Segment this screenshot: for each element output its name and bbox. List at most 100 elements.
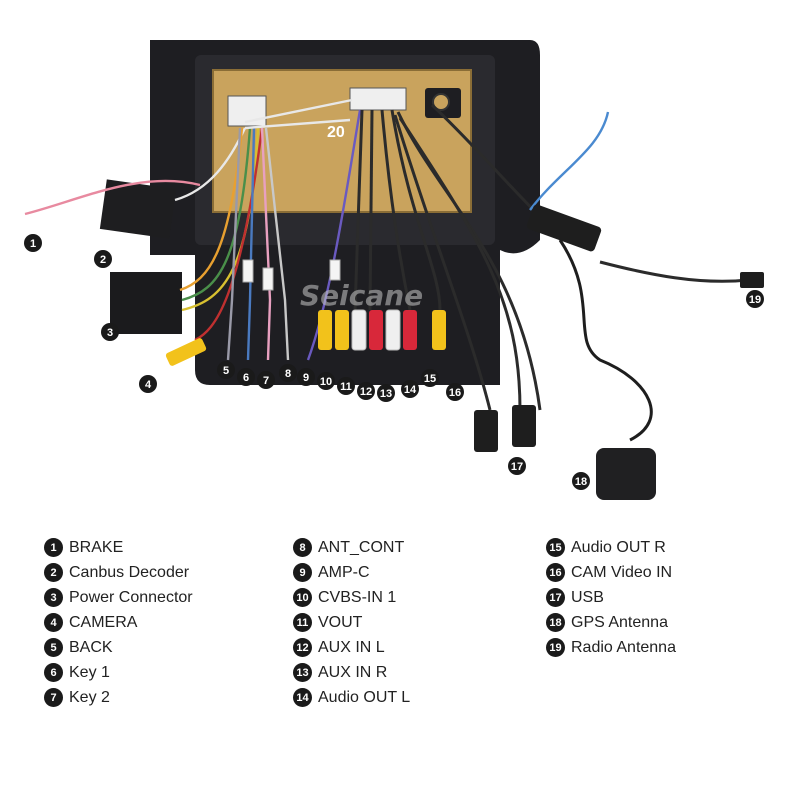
gps-antenna-puck xyxy=(596,448,656,500)
usb-plug-right xyxy=(512,405,536,447)
legend-number-badge: 13 xyxy=(293,663,312,682)
callout-badge-1 xyxy=(24,234,42,252)
legend-number-badge: 12 xyxy=(293,638,312,657)
callout-badge-11 xyxy=(337,377,355,395)
callout-number: 11 xyxy=(340,381,352,393)
legend-label: AUX IN R xyxy=(318,663,388,681)
legend-number-badge: 19 xyxy=(546,638,565,657)
legend-item: 7 Key 2 xyxy=(44,685,193,710)
legend-label: ANT_CONT xyxy=(318,538,405,556)
callout-number: 18 xyxy=(575,476,587,488)
legend-item: 13 AUX IN R xyxy=(293,660,410,685)
usb-plug-left xyxy=(474,410,498,452)
legend-item: 17 USB xyxy=(546,585,676,610)
callout-number: 3 xyxy=(107,327,113,339)
legend-number-badge: 11 xyxy=(293,613,312,632)
callout-badge-10 xyxy=(317,372,335,390)
radio-antenna-plug xyxy=(740,272,764,288)
legend-number-badge: 2 xyxy=(44,563,63,582)
legend-label: Canbus Decoder xyxy=(69,563,190,581)
legend-number-badge: 1 xyxy=(44,538,63,557)
callout-number: 19 xyxy=(749,294,761,306)
legend-number-badge: 5 xyxy=(44,638,63,657)
legend-number-badge: 8 xyxy=(293,538,312,557)
callout-number: 14 xyxy=(404,384,417,396)
antenna-socket xyxy=(432,93,450,111)
legend-label: VOUT xyxy=(318,613,363,631)
legend-label: AUX IN L xyxy=(318,638,385,656)
legend-item: 18 GPS Antenna xyxy=(546,610,676,635)
callout-badge-19 xyxy=(746,290,764,308)
callout-number: 13 xyxy=(380,388,392,400)
callout-badge-14 xyxy=(401,380,419,398)
callout-badge-12 xyxy=(357,382,375,400)
legend-label: Key 1 xyxy=(69,663,110,681)
legend-number-badge: 3 xyxy=(44,588,63,607)
legend-item: 9 AMP-C xyxy=(293,560,410,585)
legend-number-badge: 4 xyxy=(44,613,63,632)
wire-tags xyxy=(242,259,341,291)
legend-number-badge: 6 xyxy=(44,663,63,682)
legend-number-badge: 17 xyxy=(546,588,565,607)
callout-number: 1 xyxy=(30,238,36,250)
legend-label: CAMERA xyxy=(69,613,138,631)
legend-label: CAM Video IN xyxy=(571,563,673,581)
callout-number: 4 xyxy=(145,379,152,391)
callout-number: 5 xyxy=(223,365,229,377)
legend-item: 4 CAMERA xyxy=(44,610,193,635)
legend-item: 14 Audio OUT L xyxy=(293,685,410,710)
legend-item: 15 Audio OUT R xyxy=(546,535,676,560)
connector-label: 20 xyxy=(327,124,345,141)
legend-item: 6 Key 1 xyxy=(44,660,193,685)
watermark: Seicane xyxy=(300,279,423,312)
callout-badge-17 xyxy=(508,457,526,475)
callout-number: 16 xyxy=(449,387,461,399)
legend-label: Audio OUT L xyxy=(318,688,411,706)
legend-number-badge: 9 xyxy=(293,563,312,582)
rca-plugs xyxy=(165,309,446,366)
power-connector-block xyxy=(110,272,182,334)
antenna-adapter-box xyxy=(526,204,602,252)
legend-item: 11 VOUT xyxy=(293,610,410,635)
legend-number-badge: 15 xyxy=(546,538,565,557)
callout-badge-2 xyxy=(94,250,112,268)
legend-number-badge: 7 xyxy=(44,688,63,707)
callout-badge-18 xyxy=(572,472,590,490)
legend-item: 19 Radio Antenna xyxy=(546,635,676,660)
callout-badge-13 xyxy=(377,384,395,402)
legend-label: BRAKE xyxy=(69,538,124,556)
legend-label: GPS Antenna xyxy=(571,613,668,631)
callout-badge-8 xyxy=(279,364,297,382)
rca-harness-plug xyxy=(349,87,407,111)
legend-number-badge: 14 xyxy=(293,688,312,707)
harness-wires xyxy=(24,98,749,442)
callout-badge-7 xyxy=(257,371,275,389)
legend-label: Radio Antenna xyxy=(571,638,676,656)
callout-badge-5 xyxy=(217,361,235,379)
callout-number: 6 xyxy=(243,372,249,384)
legend-label: USB xyxy=(571,588,604,606)
callout-badge-16 xyxy=(446,383,464,401)
legend-label: Audio OUT R xyxy=(571,538,666,556)
legend-item: 12 AUX IN L xyxy=(293,635,410,660)
legend-label: CVBS-IN 1 xyxy=(318,588,397,606)
callout-number: 15 xyxy=(424,373,436,385)
legend-label: AMP-C xyxy=(318,563,370,581)
callout-badge-3 xyxy=(101,323,119,341)
callout-badge-4 xyxy=(139,375,157,393)
legend-label: Key 2 xyxy=(69,688,110,706)
callout-number: 2 xyxy=(100,254,106,266)
legend-number-badge: 18 xyxy=(546,613,565,632)
callout-number: 7 xyxy=(263,375,269,387)
callout-number: 8 xyxy=(285,368,291,380)
legend-item: 8 ANT_CONT xyxy=(293,535,410,560)
callout-badge-15 xyxy=(421,369,439,387)
